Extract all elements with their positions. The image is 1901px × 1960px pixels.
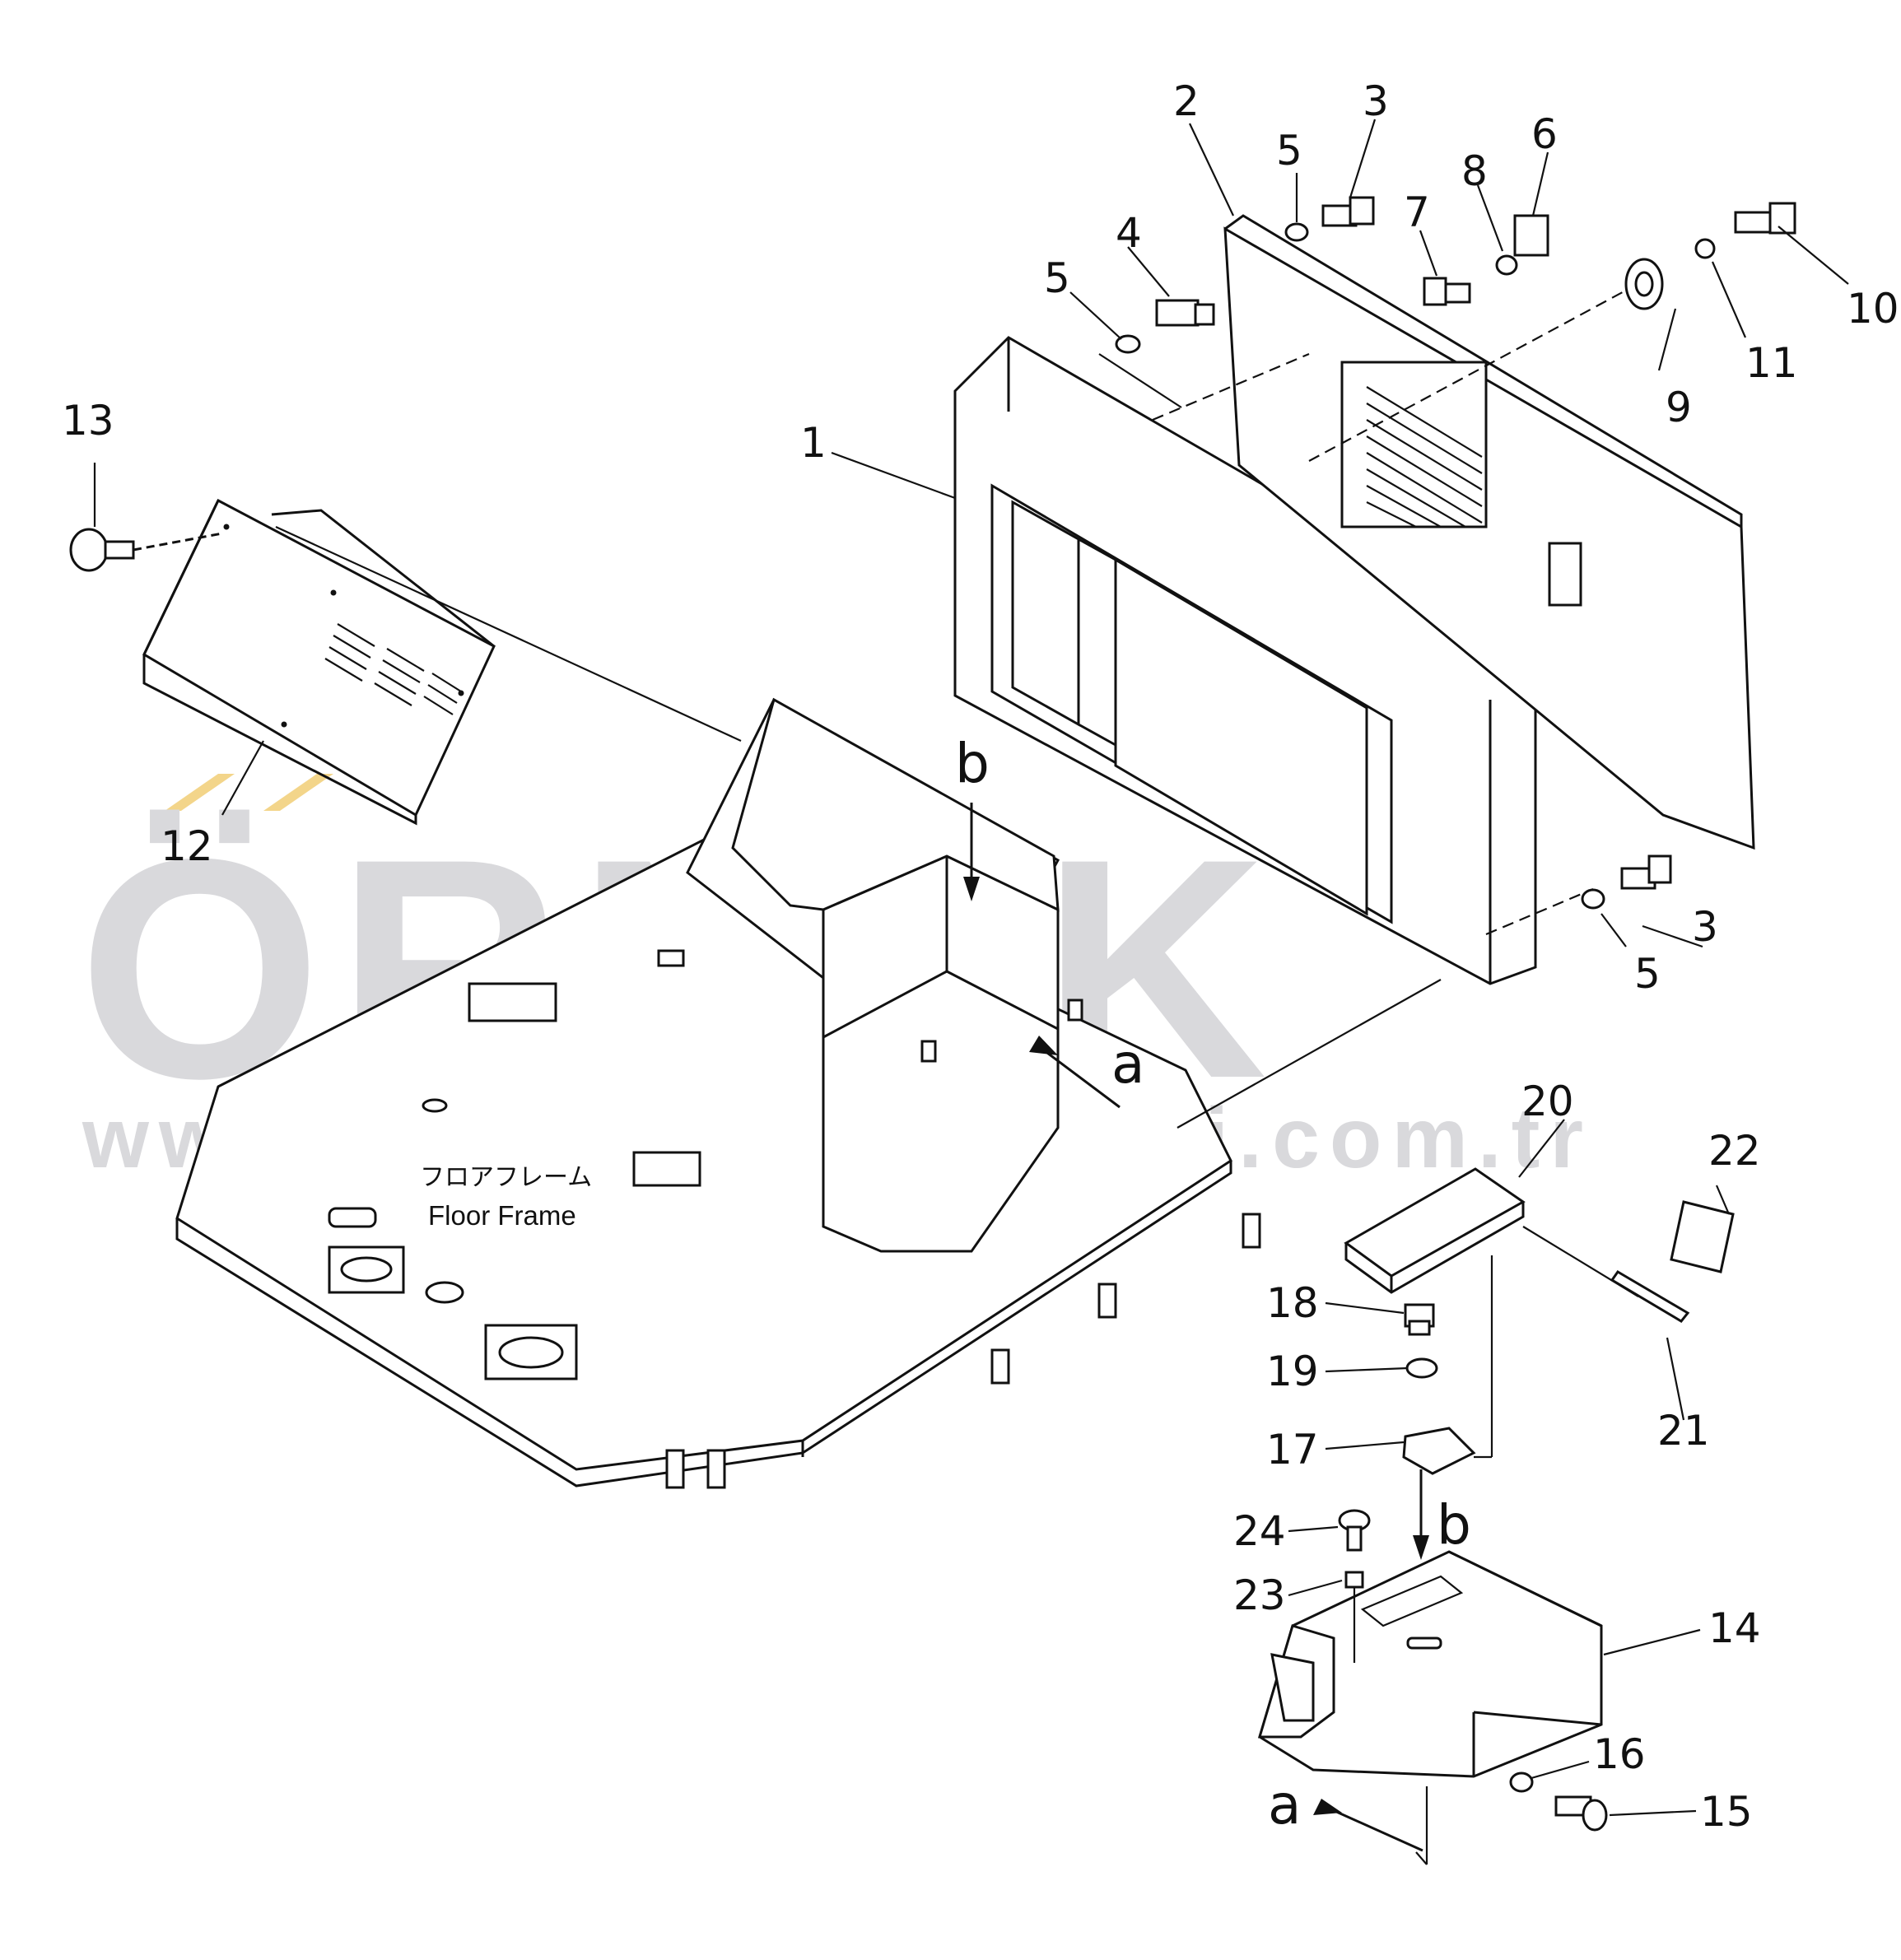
- callout-18: 18: [1266, 1279, 1319, 1327]
- view-marker-a-bottom: a: [1268, 1773, 1301, 1837]
- floor-frame-label-jp: フロアフレーム: [420, 1163, 592, 1192]
- view-marker-a-top: a: [1111, 1032, 1144, 1096]
- callout-22: 22: [1708, 1127, 1761, 1175]
- callout-5-left: 5: [1044, 254, 1070, 302]
- hardware: [1115, 196, 1796, 910]
- floor-frame: フロアフレーム Floor Frame: [175, 697, 1261, 1489]
- view-marker-b-bottom: b: [1437, 1493, 1471, 1557]
- callout-16: 16: [1593, 1730, 1646, 1778]
- step-plate-part-20: [1344, 1167, 1639, 1457]
- callout-12: 12: [161, 822, 213, 870]
- callout-4: 4: [1116, 209, 1142, 257]
- pin-part-21: [1610, 1200, 1735, 1323]
- callout-24: 24: [1233, 1507, 1286, 1555]
- callout-19: 19: [1266, 1348, 1319, 1395]
- callout-17: 17: [1266, 1426, 1319, 1473]
- callout-13: 13: [62, 397, 114, 445]
- callout-10: 10: [1847, 285, 1899, 333]
- callout-8: 8: [1461, 147, 1488, 195]
- callout-1: 1: [800, 419, 827, 467]
- bracket-part-17: [1402, 1303, 1492, 1475]
- callout-20: 20: [1521, 1078, 1574, 1125]
- callout-3-top: 3: [1363, 77, 1389, 125]
- callout-5-bottom: 5: [1634, 950, 1661, 998]
- callout-23: 23: [1233, 1571, 1286, 1619]
- console-cover-part-14: [1257, 1509, 1608, 1865]
- callout-5-top: 5: [1276, 127, 1302, 175]
- view-marker-b-top: b: [955, 732, 990, 795]
- callout-15: 15: [1700, 1788, 1753, 1836]
- rear-panel-part-2: [1223, 214, 1755, 850]
- knob-part-13: [69, 528, 223, 572]
- callout-11: 11: [1745, 339, 1798, 387]
- callout-7: 7: [1404, 189, 1430, 236]
- callouts: 1 2 3 4 5 5 6 7 8 9 10 11 12 13 14 15 16…: [62, 77, 1899, 1836]
- view-arrows: [963, 803, 1429, 1852]
- callout-3-bottom: 3: [1692, 903, 1718, 951]
- floor-frame-label-en: Floor Frame: [428, 1200, 576, 1231]
- callout-21: 21: [1657, 1407, 1710, 1455]
- callout-9: 9: [1666, 384, 1692, 431]
- callout-6: 6: [1531, 110, 1558, 158]
- callout-2: 2: [1173, 77, 1200, 125]
- frame-part-1: [953, 336, 1537, 985]
- callout-14: 14: [1708, 1604, 1761, 1652]
- leader-lines: [93, 119, 1849, 1817]
